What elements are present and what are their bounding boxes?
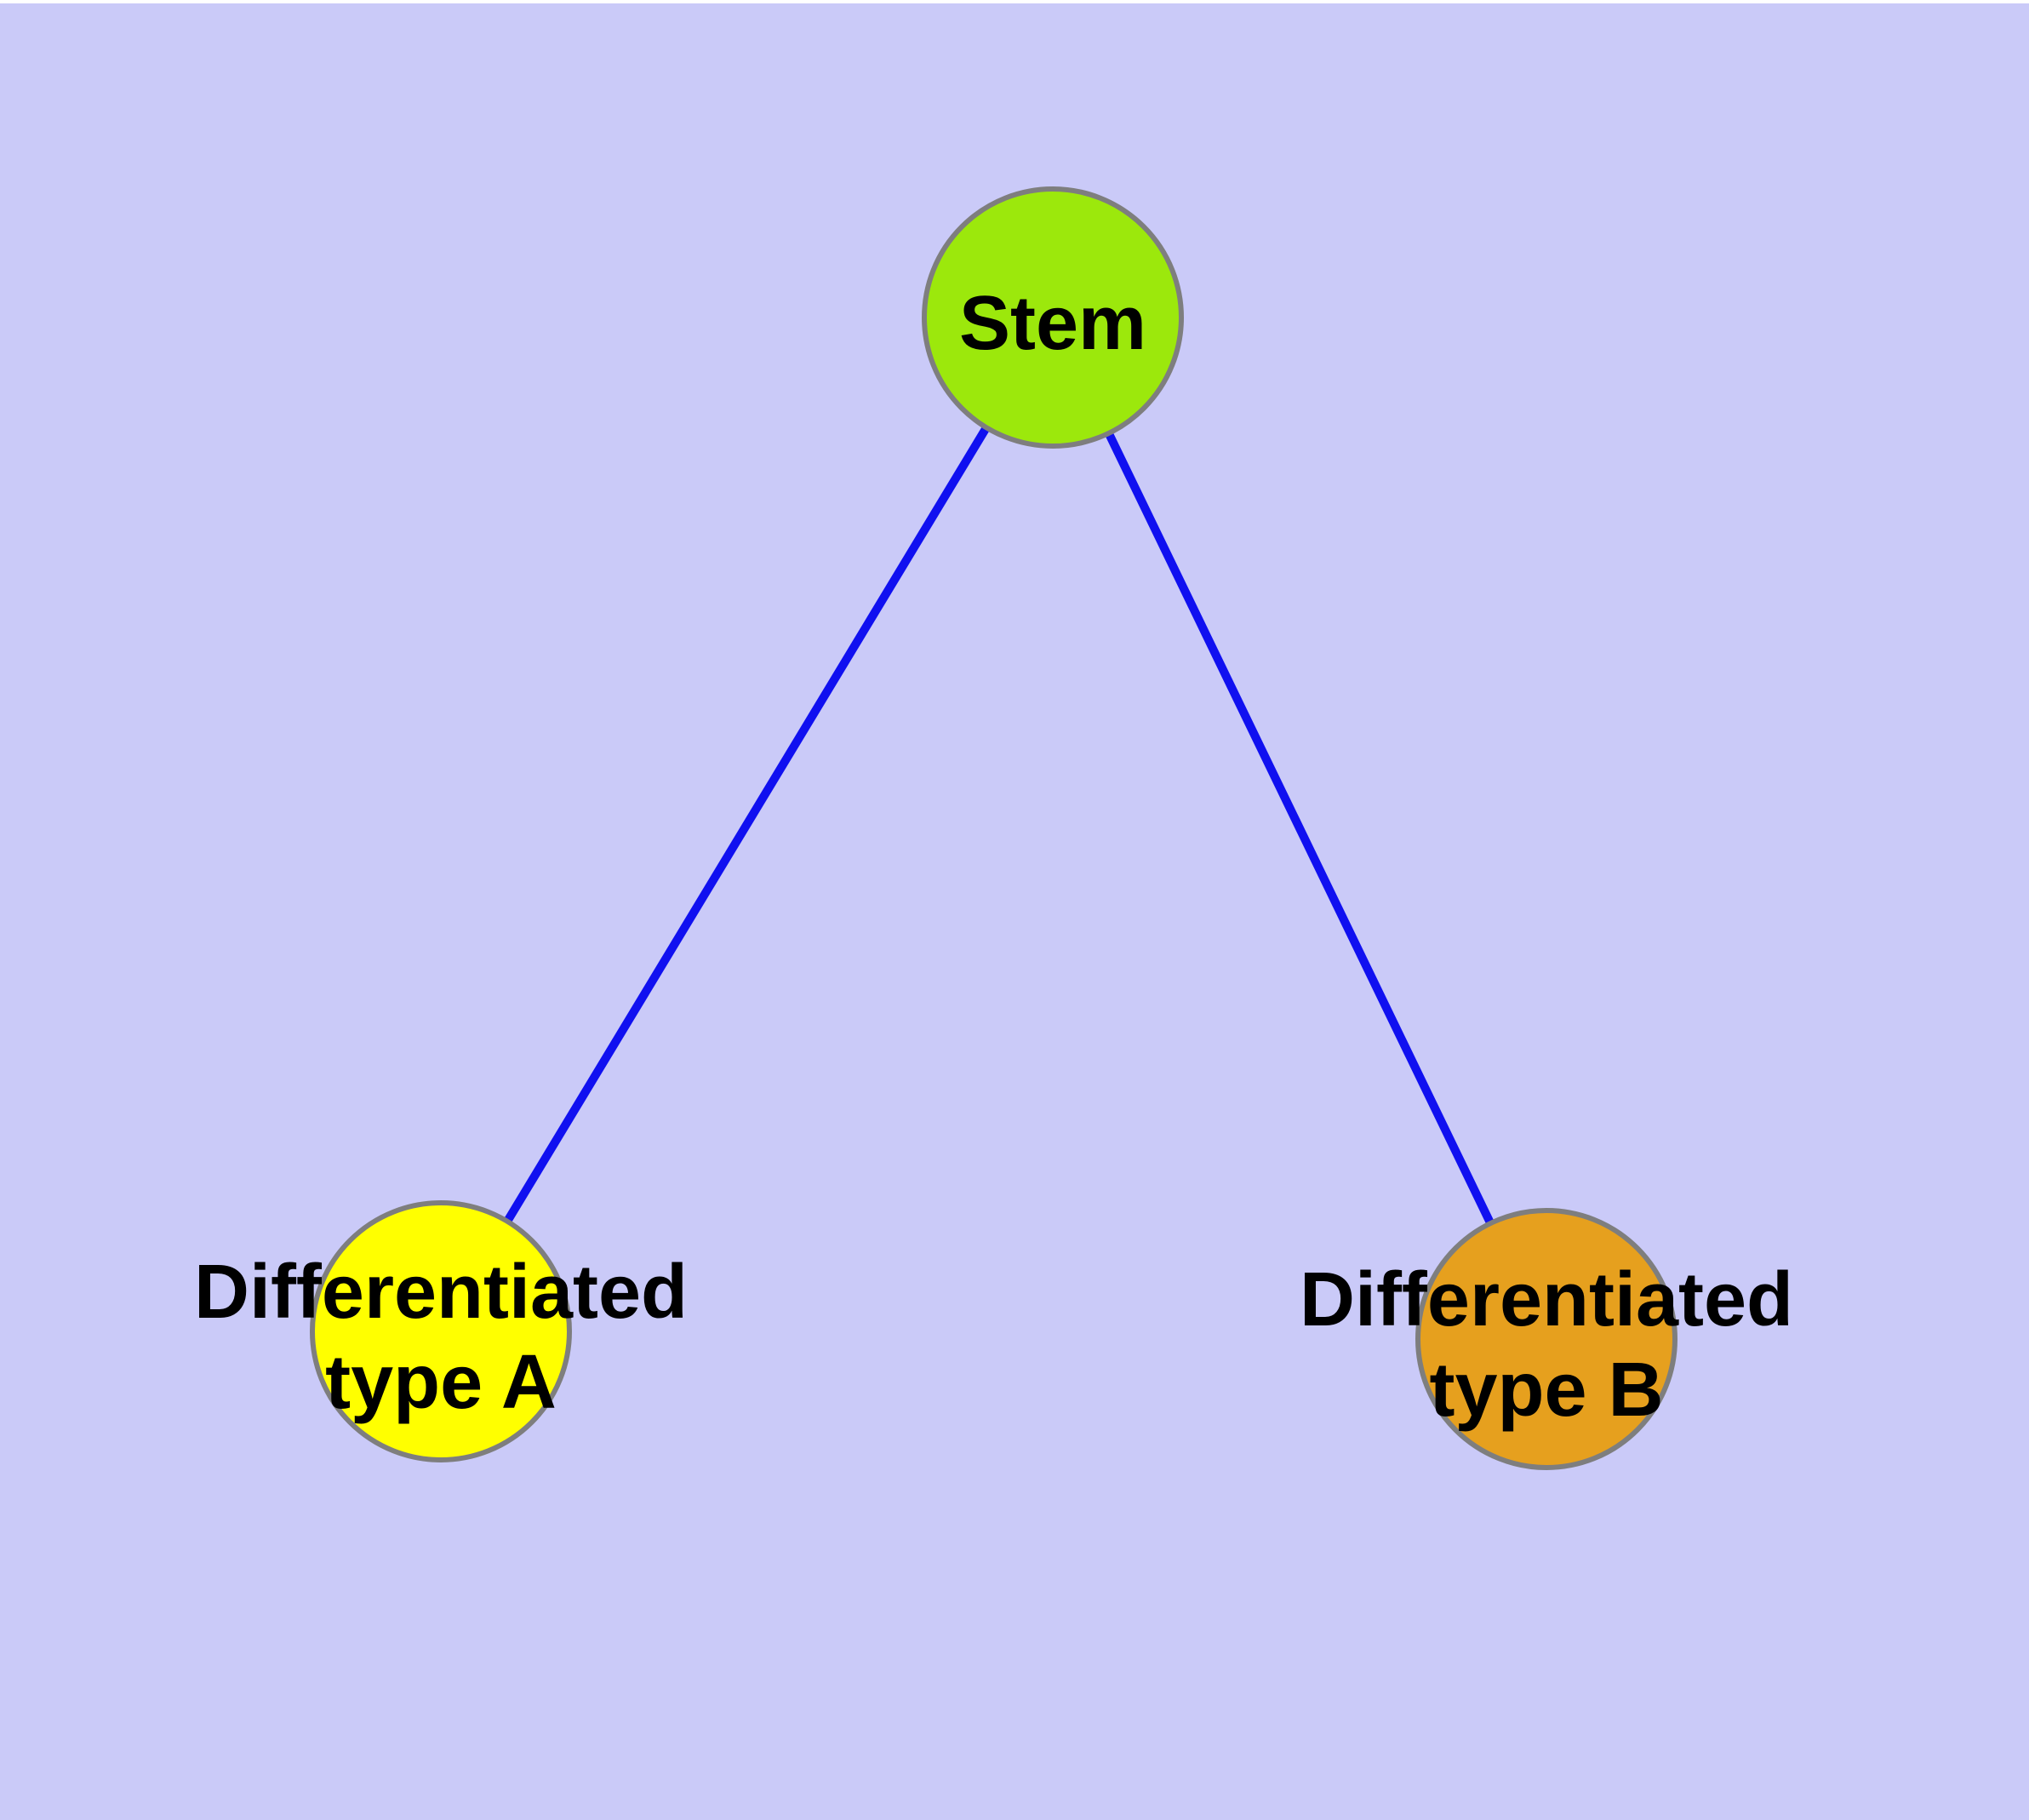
- node-label-line: type B: [1429, 1348, 1663, 1433]
- node-label-line: type A: [325, 1340, 557, 1425]
- node-differentiated-type-b: [1415, 1208, 1677, 1470]
- edge-stem-to-differentiated-type-b: [1049, 315, 1551, 1342]
- node-label-line: Differentiated: [1300, 1257, 1793, 1342]
- edge-stem-to-differentiated-type-a: [437, 315, 1057, 1334]
- node-differentiated-type-a: [310, 1200, 572, 1462]
- node-label-stem: Stem: [959, 281, 1146, 366]
- node-label-line: Stem: [959, 281, 1146, 366]
- node-stem: [922, 186, 1184, 449]
- node-label-line: Differentiated: [194, 1250, 688, 1335]
